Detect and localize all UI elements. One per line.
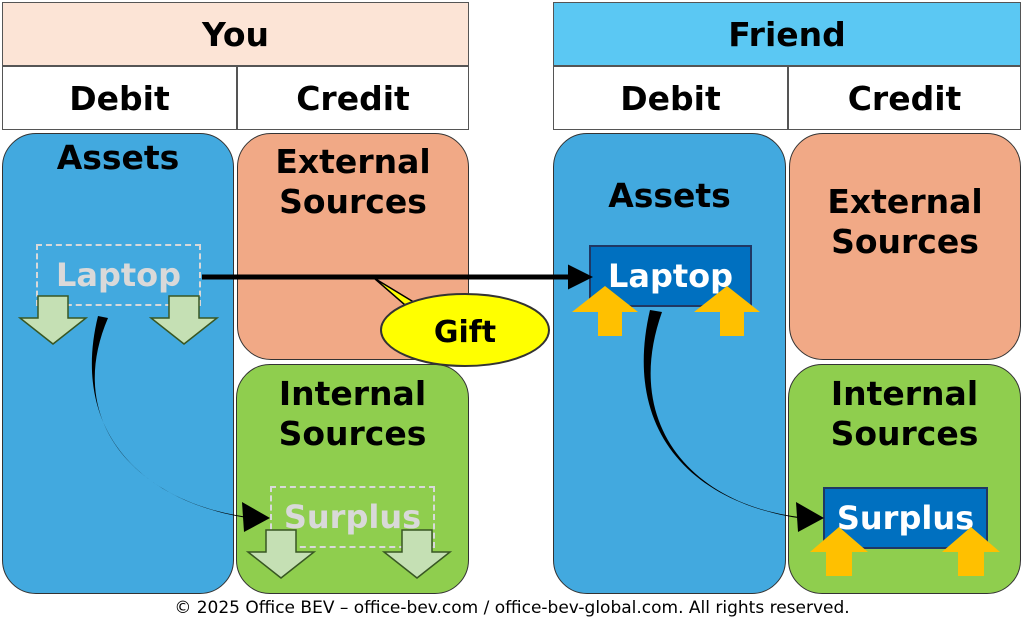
you-laptop-down-arrow-left — [17, 295, 89, 345]
you-laptop-down-arrow-right — [148, 295, 220, 345]
you-assets-box — [2, 133, 234, 594]
copyright-footer: © 2025 Office BEV – office-bev.com / off… — [174, 598, 850, 618]
friend-assets-box — [553, 133, 786, 594]
you-curved-arrow — [91, 316, 262, 520]
you-credit-label: Credit — [296, 78, 410, 118]
gift-callout: Gift — [373, 277, 550, 367]
you-surplus-down-arrow-left — [245, 529, 317, 579]
friend-title: Friend — [728, 14, 846, 54]
you-assets-label: Assets — [56, 138, 180, 177]
you-debit-header: Debit — [2, 66, 237, 130]
you-title: You — [201, 14, 270, 54]
you-curved-arrowhead — [242, 502, 270, 532]
friend-external-box — [789, 133, 1021, 360]
you-surplus-label: Surplus — [283, 498, 422, 536]
you-internal-label: Internal Sources — [278, 374, 427, 453]
friend-surplus-up-arrow-left — [810, 527, 868, 576]
friend-assets-label: Assets — [608, 176, 731, 215]
friend-credit-label: Credit — [847, 78, 962, 118]
you-surplus-decreased: Surplus — [270, 486, 435, 548]
friend-curved-arrowhead — [796, 502, 824, 532]
friend-laptop-up-arrow-right — [694, 286, 760, 336]
you-header: You — [2, 2, 469, 66]
friend-surplus-label: Surplus — [836, 499, 975, 537]
friend-external-label: External Sources — [827, 182, 983, 261]
you-debit-label: Debit — [69, 78, 170, 118]
you-credit-header: Credit — [237, 66, 469, 130]
you-laptop-label: Laptop — [55, 256, 182, 294]
you-laptop-removed: Laptop — [36, 244, 201, 306]
friend-credit-header: Credit — [788, 66, 1021, 130]
friend-debit-label: Debit — [620, 78, 721, 118]
you-surplus-down-arrow-right — [381, 529, 453, 579]
friend-surplus-up-arrow-right — [942, 527, 1000, 576]
friend-debit-header: Debit — [553, 66, 788, 130]
friend-laptop-up-arrow-left — [572, 286, 638, 336]
friend-curved-arrow — [643, 310, 812, 520]
you-external-label: External Sources — [275, 142, 431, 221]
friend-header: Friend — [553, 2, 1021, 66]
gift-callout-label: Gift — [434, 315, 496, 350]
friend-laptop-label: Laptop — [607, 257, 734, 295]
friend-internal-label: Internal Sources — [830, 374, 979, 453]
